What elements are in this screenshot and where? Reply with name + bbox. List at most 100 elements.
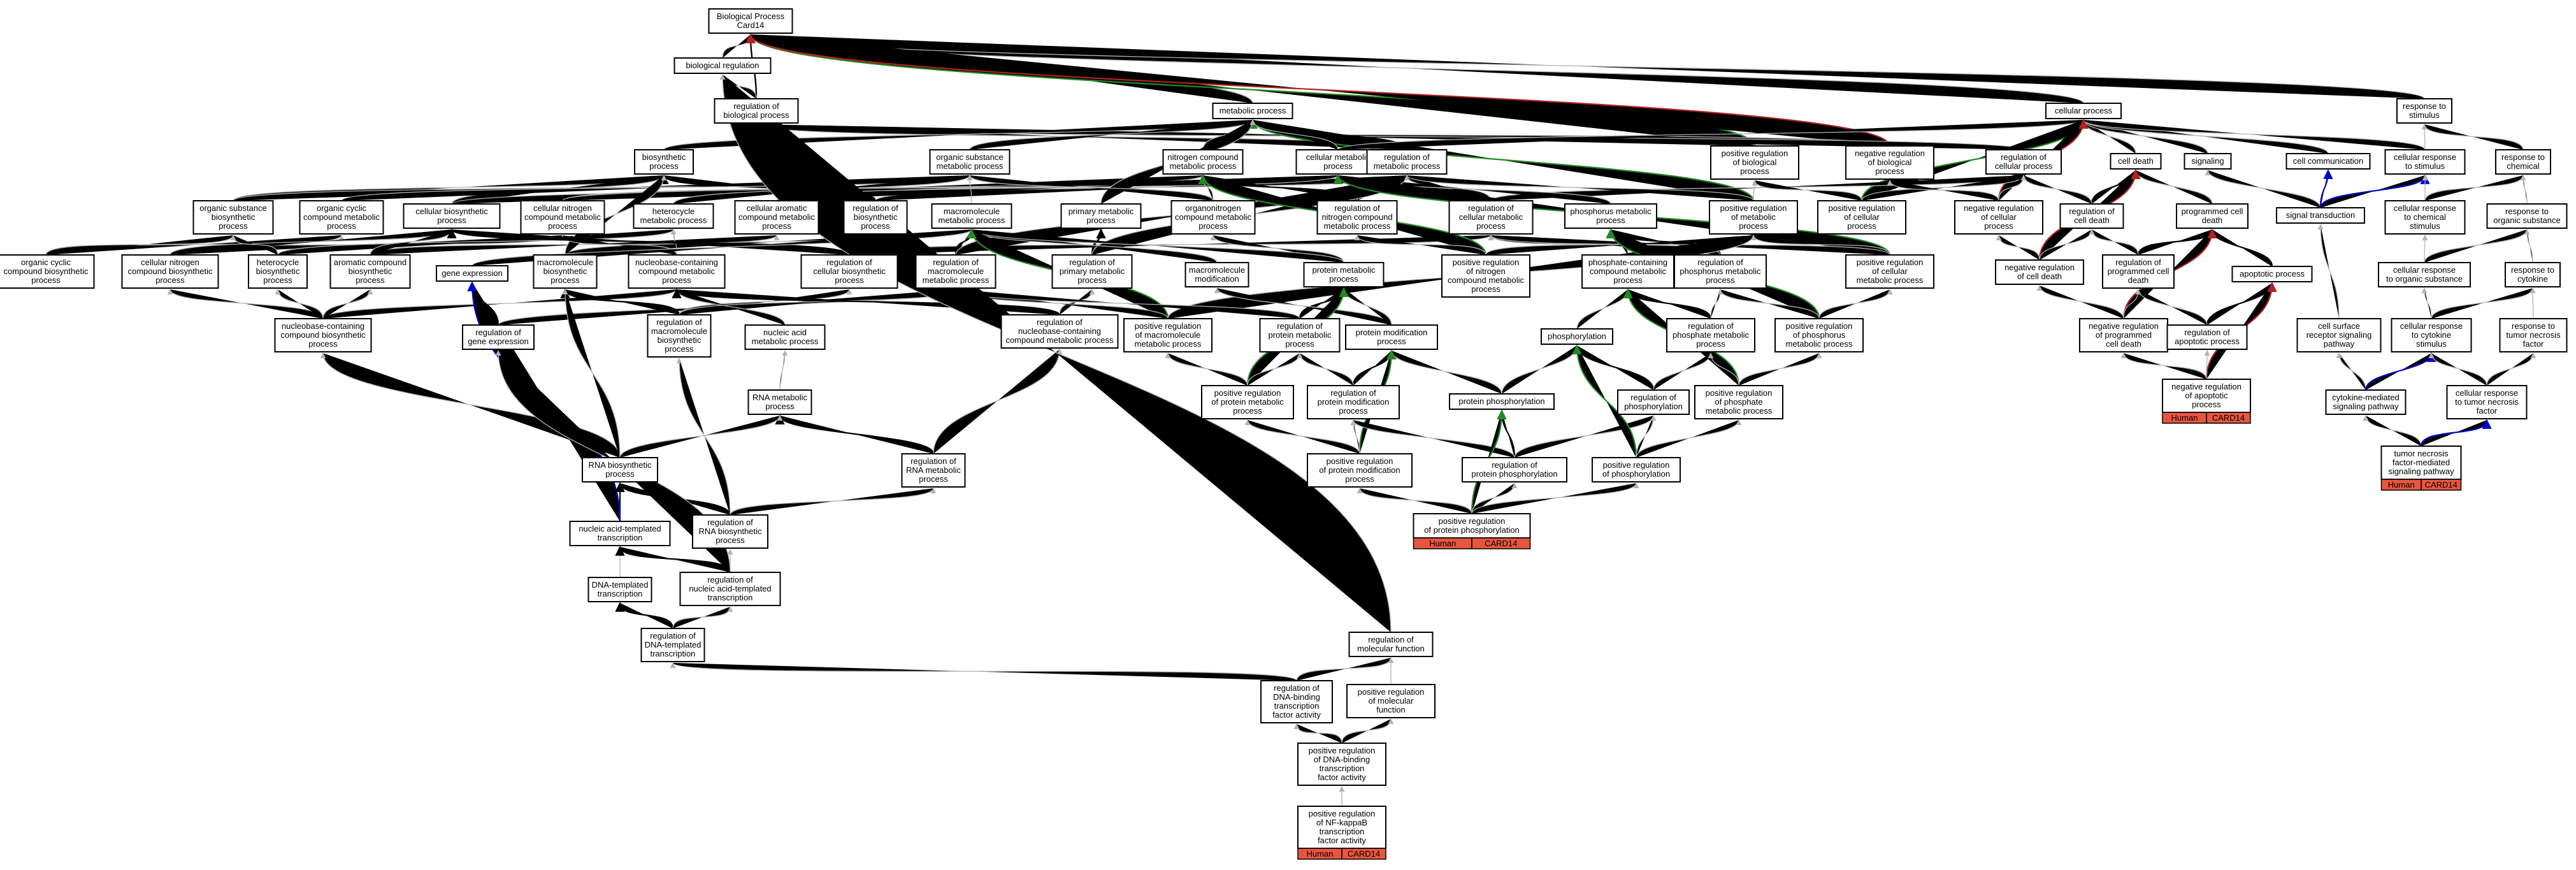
go-term-label-line: transcription (1274, 701, 1320, 711)
go-term-label-line: of cellular (1872, 266, 1908, 276)
go-term-box (2384, 200, 2466, 235)
go-term-label-line: process (1233, 406, 1262, 416)
go-term-box (2378, 262, 2471, 287)
go-term-label-line: positive regulation (1309, 809, 1376, 818)
go-term-label-line: positive regulation (1857, 257, 1924, 267)
go-term-label-line: process (437, 215, 466, 225)
go-term-label-line: nucleobase-containing (1018, 326, 1101, 336)
go-term-label-line: cell death (2118, 156, 2154, 166)
go-term-node-sigtrans: signal transduction (2276, 207, 2365, 224)
edge-part-of (775, 414, 935, 454)
go-term-node-bioreg: biological regulation (673, 57, 772, 74)
go-term-box (1297, 806, 1386, 849)
go-term-label-line: heterocycle (257, 257, 299, 267)
go-term-label-line: apoptotic process (2240, 269, 2305, 279)
go-term-label-line: regulation of (1492, 460, 1537, 470)
edge-is-a (1293, 723, 1342, 744)
go-term-box (436, 265, 508, 282)
go-term-box (1774, 318, 1864, 352)
edge-is-a (967, 175, 1214, 201)
go-term-box (2276, 207, 2365, 224)
go-term-label-line: process (1086, 215, 1116, 225)
go-term-label-line: process (662, 275, 691, 285)
go-term-box (2231, 266, 2313, 282)
go-term-label-line: biosynthetic (543, 266, 587, 276)
edge-is-a (562, 289, 621, 458)
species-tag: Human (1307, 849, 1334, 859)
go-term-label-line: phosphorus metabolic (1570, 207, 1651, 216)
go-term-box (1709, 200, 1798, 235)
go-term-box (520, 200, 605, 235)
go-term-label-line: signaling (2191, 156, 2224, 166)
go-term-label-line: regulation of (707, 518, 753, 527)
edge-is-a (1636, 415, 1657, 458)
go-term-label-line: of DNA-binding (1314, 755, 1370, 764)
go-term-label-line: protein modification (1318, 397, 1390, 407)
go-term-label-line: process (665, 344, 694, 354)
go-term-box (1316, 200, 1398, 235)
go-term-box (1060, 203, 1142, 229)
go-term-node-geneexp: gene expression (436, 265, 508, 282)
go-term-label-line: cellular response (2393, 265, 2456, 275)
go-term-label-line: biosynthetic (256, 266, 300, 276)
go-term-box (329, 254, 411, 289)
edge-is-a (1244, 419, 1360, 454)
go-term-box (1307, 385, 1400, 419)
go-term-label-line: regulation of (2069, 207, 2115, 216)
go-term-label-line: compound biosynthetic (4, 266, 89, 276)
go-term-box (2380, 446, 2462, 480)
edge-is-a (2421, 124, 2524, 150)
go-term-label-line: cell communication (2293, 156, 2364, 166)
go-term-label-line: process (1471, 284, 1500, 294)
go-term-box (1000, 314, 1119, 349)
go-term-label-line: of protein metabolic (1211, 397, 1284, 407)
go-term-label-line: process (1329, 274, 1358, 284)
go-term-label-line: metabolic process (939, 215, 1005, 225)
go-term-label-line: process (1875, 166, 1904, 176)
go-term-box (121, 254, 219, 289)
go-term-box (2102, 254, 2175, 289)
go-term-label-line: factor (2523, 339, 2544, 349)
edge-is-a (619, 415, 783, 458)
go-term-label-line: DNA-templated (592, 580, 649, 590)
go-term-label-line: positive regulation (1786, 321, 1853, 331)
go-term-node-cellcomm: cell communication (2285, 153, 2371, 170)
edge-regulates-pos (1248, 119, 1755, 201)
edge-part-of (447, 228, 851, 256)
go-term-box (1448, 200, 1534, 235)
go-term-label-line: pathway (2324, 339, 2355, 349)
go-term-label-line: receptor signaling (2306, 330, 2372, 340)
edge-is-a (2036, 285, 2124, 319)
go-term-label-line: process (1740, 166, 1769, 176)
edge-is-a (672, 606, 733, 629)
go-term-label-line: regulation of (1037, 317, 1083, 327)
edge-part-of (615, 602, 674, 629)
edge-is-a (2135, 289, 2208, 326)
go-term-box (708, 8, 793, 34)
go-term-label-line: function (1376, 705, 1406, 714)
edge-is-a (230, 235, 278, 256)
edge-is-a (1350, 419, 1515, 458)
go-term-label-line: regulation of (2115, 257, 2161, 267)
gene-tag: CARD14 (2212, 413, 2245, 423)
go-term-label-line: stimulus (2410, 221, 2440, 231)
gene-tag-box (2206, 412, 2251, 424)
go-term-label-line: regulation of (853, 203, 898, 213)
go-term-label-line: RNA metabolic (752, 393, 807, 402)
go-term-label-line: protein metabolic (1269, 330, 1332, 340)
